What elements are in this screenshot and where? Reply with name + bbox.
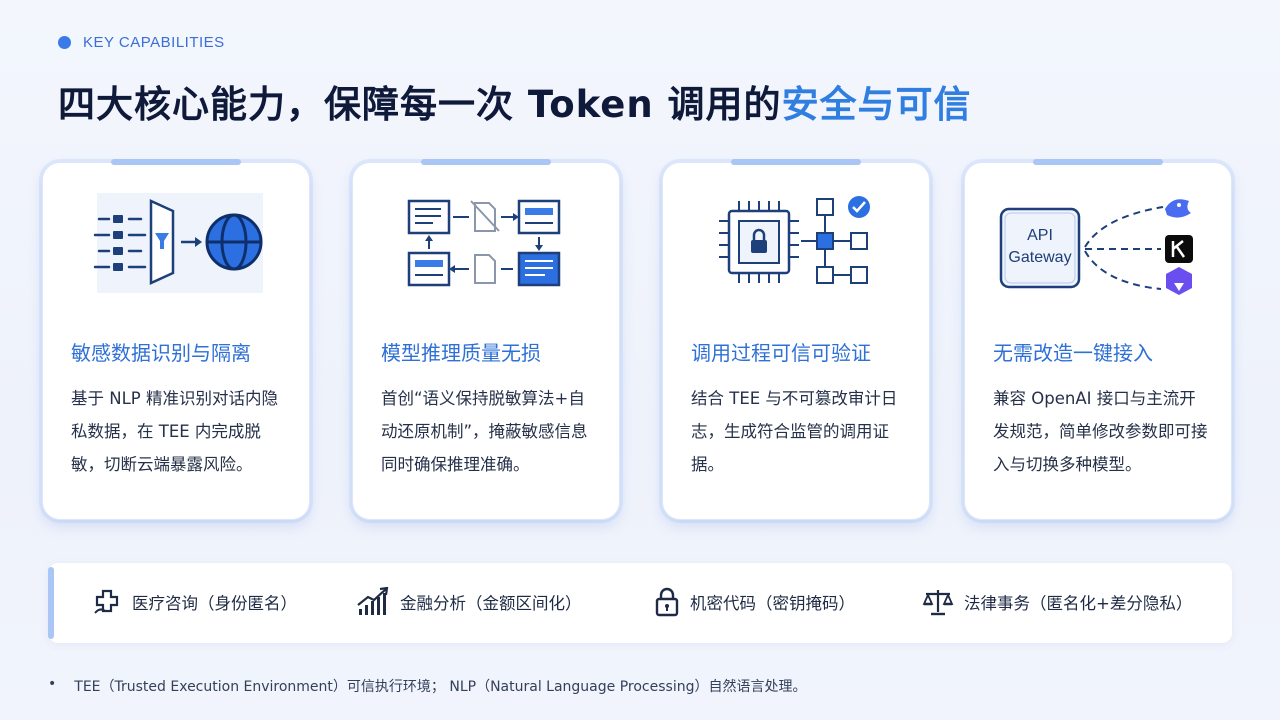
use-case-label: 金融分析（金额区间化）: [400, 594, 582, 613]
gateway-label-line1: API: [1027, 227, 1053, 244]
footnote-bullet: •: [48, 676, 57, 692]
footnote-text: TEE（Trusted Execution Environment）可信执行环境…: [74, 679, 807, 695]
use-case-label: 机密代码（密钥掩码）: [690, 594, 855, 613]
card-description: 结合 TEE 与不可篡改审计日志，生成符合监管的调用证据。: [691, 389, 898, 474]
card-title: 无需改造一键接入: [993, 341, 1153, 365]
page-title: 四大核心能力，保障每一次 Token 调用的安全与可信: [58, 74, 972, 128]
card-title: 敏感数据识别与隔离: [71, 341, 251, 365]
use-case-label: 医疗咨询（身份匿名）: [132, 594, 297, 613]
card-data-isolation: 敏感数据识别与隔离 基于 NLP 精准识别对话内隐私数据，在 TEE 内完成脱敏…: [42, 159, 310, 520]
card-title: 调用过程可信可验证: [691, 341, 871, 365]
use-case-legal: 法律事务（匿名化+差分隐私）: [922, 587, 1192, 617]
card-description: 基于 NLP 精准识别对话内隐私数据，在 TEE 内完成脱敏，切断云端暴露风险。: [71, 389, 278, 474]
gateway-label-line2: Gateway: [1008, 249, 1072, 266]
card-verifiable-calls: 调用过程可信可验证 结合 TEE 与不可篡改审计日志，生成符合监管的调用证据。: [662, 159, 930, 520]
use-case-bar: 医疗咨询（身份匿名） 金融分析（金额区间化） 机密代码（密钥掩码） 法律事务（匿…: [48, 563, 1232, 643]
eyebrow: KEY CAPABILITIES: [58, 34, 225, 51]
bar-accent: [48, 567, 54, 639]
footnote: • TEE（Trusted Execution Environment）可信执行…: [48, 676, 806, 696]
scales-icon: [922, 590, 954, 616]
api-gateway-icon: [999, 199, 1193, 295]
lock-icon: [655, 587, 679, 617]
medical-hands-icon: [94, 589, 119, 614]
data-filter-globe-icon: [93, 193, 263, 293]
whale-model-icon: [1165, 199, 1191, 218]
card-top-accent: [111, 159, 241, 165]
eyebrow-label: KEY CAPABILITIES: [83, 34, 225, 51]
qwen-model-icon: [1166, 267, 1192, 295]
use-case-label: 法律事务（匿名化+差分隐私）: [964, 594, 1193, 613]
document-cycle-icon: [407, 199, 561, 287]
use-case-finance: 金融分析（金额区间化）: [356, 587, 582, 617]
card-description: 首创“语义保持脱敏算法+自动还原机制”，掩蔽敏感信息同时确保推理准确。: [381, 389, 588, 474]
card-description: 兼容 OpenAI 接口与主流开发规范，简单修改参数即可接入与切换多种模型。: [993, 389, 1208, 474]
kimi-model-icon: [1165, 235, 1193, 263]
use-case-code: 机密代码（密钥掩码）: [654, 587, 855, 617]
eyebrow-dot: [58, 36, 71, 49]
card-top-accent: [421, 159, 551, 165]
finance-chart-icon: [357, 587, 389, 615]
gateway-label: API Gateway: [1001, 225, 1079, 269]
title-highlight: 安全与可信: [781, 83, 972, 126]
title-main: 四大核心能力，保障每一次 Token 调用的: [58, 83, 782, 126]
card-one-click-access: API Gateway 无需改造一键接入 兼容 OpenAI 接口与主流开发规范…: [964, 159, 1232, 520]
card-inference-quality: 模型推理质量无损 首创“语义保持脱敏算法+自动还原机制”，掩蔽敏感信息同时确保推…: [352, 159, 620, 520]
secure-chip-flow-icon: [719, 196, 870, 284]
card-top-accent: [1033, 159, 1163, 165]
card-title: 模型推理质量无损: [381, 341, 541, 365]
card-top-accent: [731, 159, 861, 165]
use-case-medical: 医疗咨询（身份匿名）: [92, 587, 297, 617]
